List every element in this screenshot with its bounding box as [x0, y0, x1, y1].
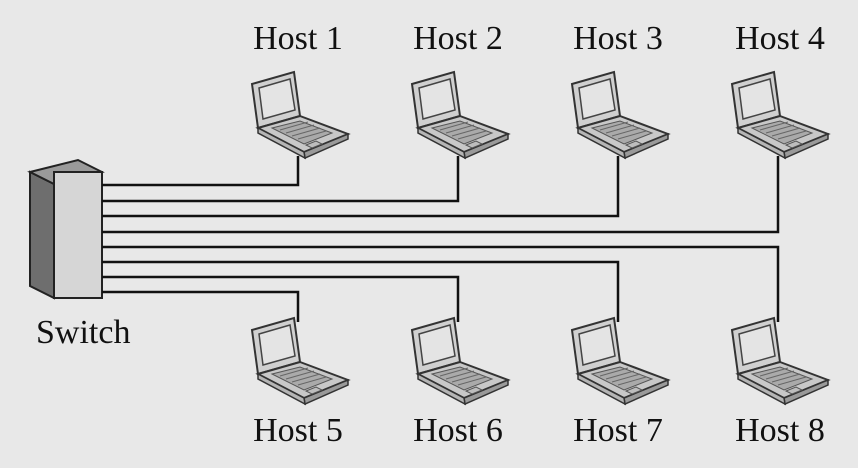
host-1-label: Host 1: [253, 20, 343, 57]
host-8-label: Host 8: [735, 412, 825, 449]
laptop-icon-host-7: [571, 317, 669, 405]
host-7-label: Host 7: [573, 412, 663, 449]
cable-host-4: [102, 156, 780, 234]
cable-host-7: [102, 260, 620, 322]
cable-host-5: [102, 290, 300, 322]
switch-icon: [27, 158, 105, 300]
laptop-icon-host-6: [411, 317, 509, 405]
cable-host-3: [102, 156, 620, 218]
laptop-icon-host-5: [251, 317, 349, 405]
host-6-label: Host 6: [413, 412, 503, 449]
cable-host-6: [102, 275, 460, 322]
cable-host-1: [102, 156, 300, 187]
host-2-label: Host 2: [413, 20, 503, 57]
cable-host-8: [102, 245, 780, 322]
laptop-icon-host-8: [731, 317, 829, 405]
host-4-label: Host 4: [735, 20, 825, 57]
laptop-icon-host-4: [731, 71, 829, 159]
host-3-label: Host 3: [573, 20, 663, 57]
cables: [102, 156, 780, 322]
host-5-label: Host 5: [253, 412, 343, 449]
switch-label: Switch: [36, 314, 131, 351]
cable-host-2: [102, 156, 460, 203]
laptop-icon-host-1: [251, 71, 349, 159]
laptop-icon-host-2: [411, 71, 509, 159]
laptop-icon-host-3: [571, 71, 669, 159]
